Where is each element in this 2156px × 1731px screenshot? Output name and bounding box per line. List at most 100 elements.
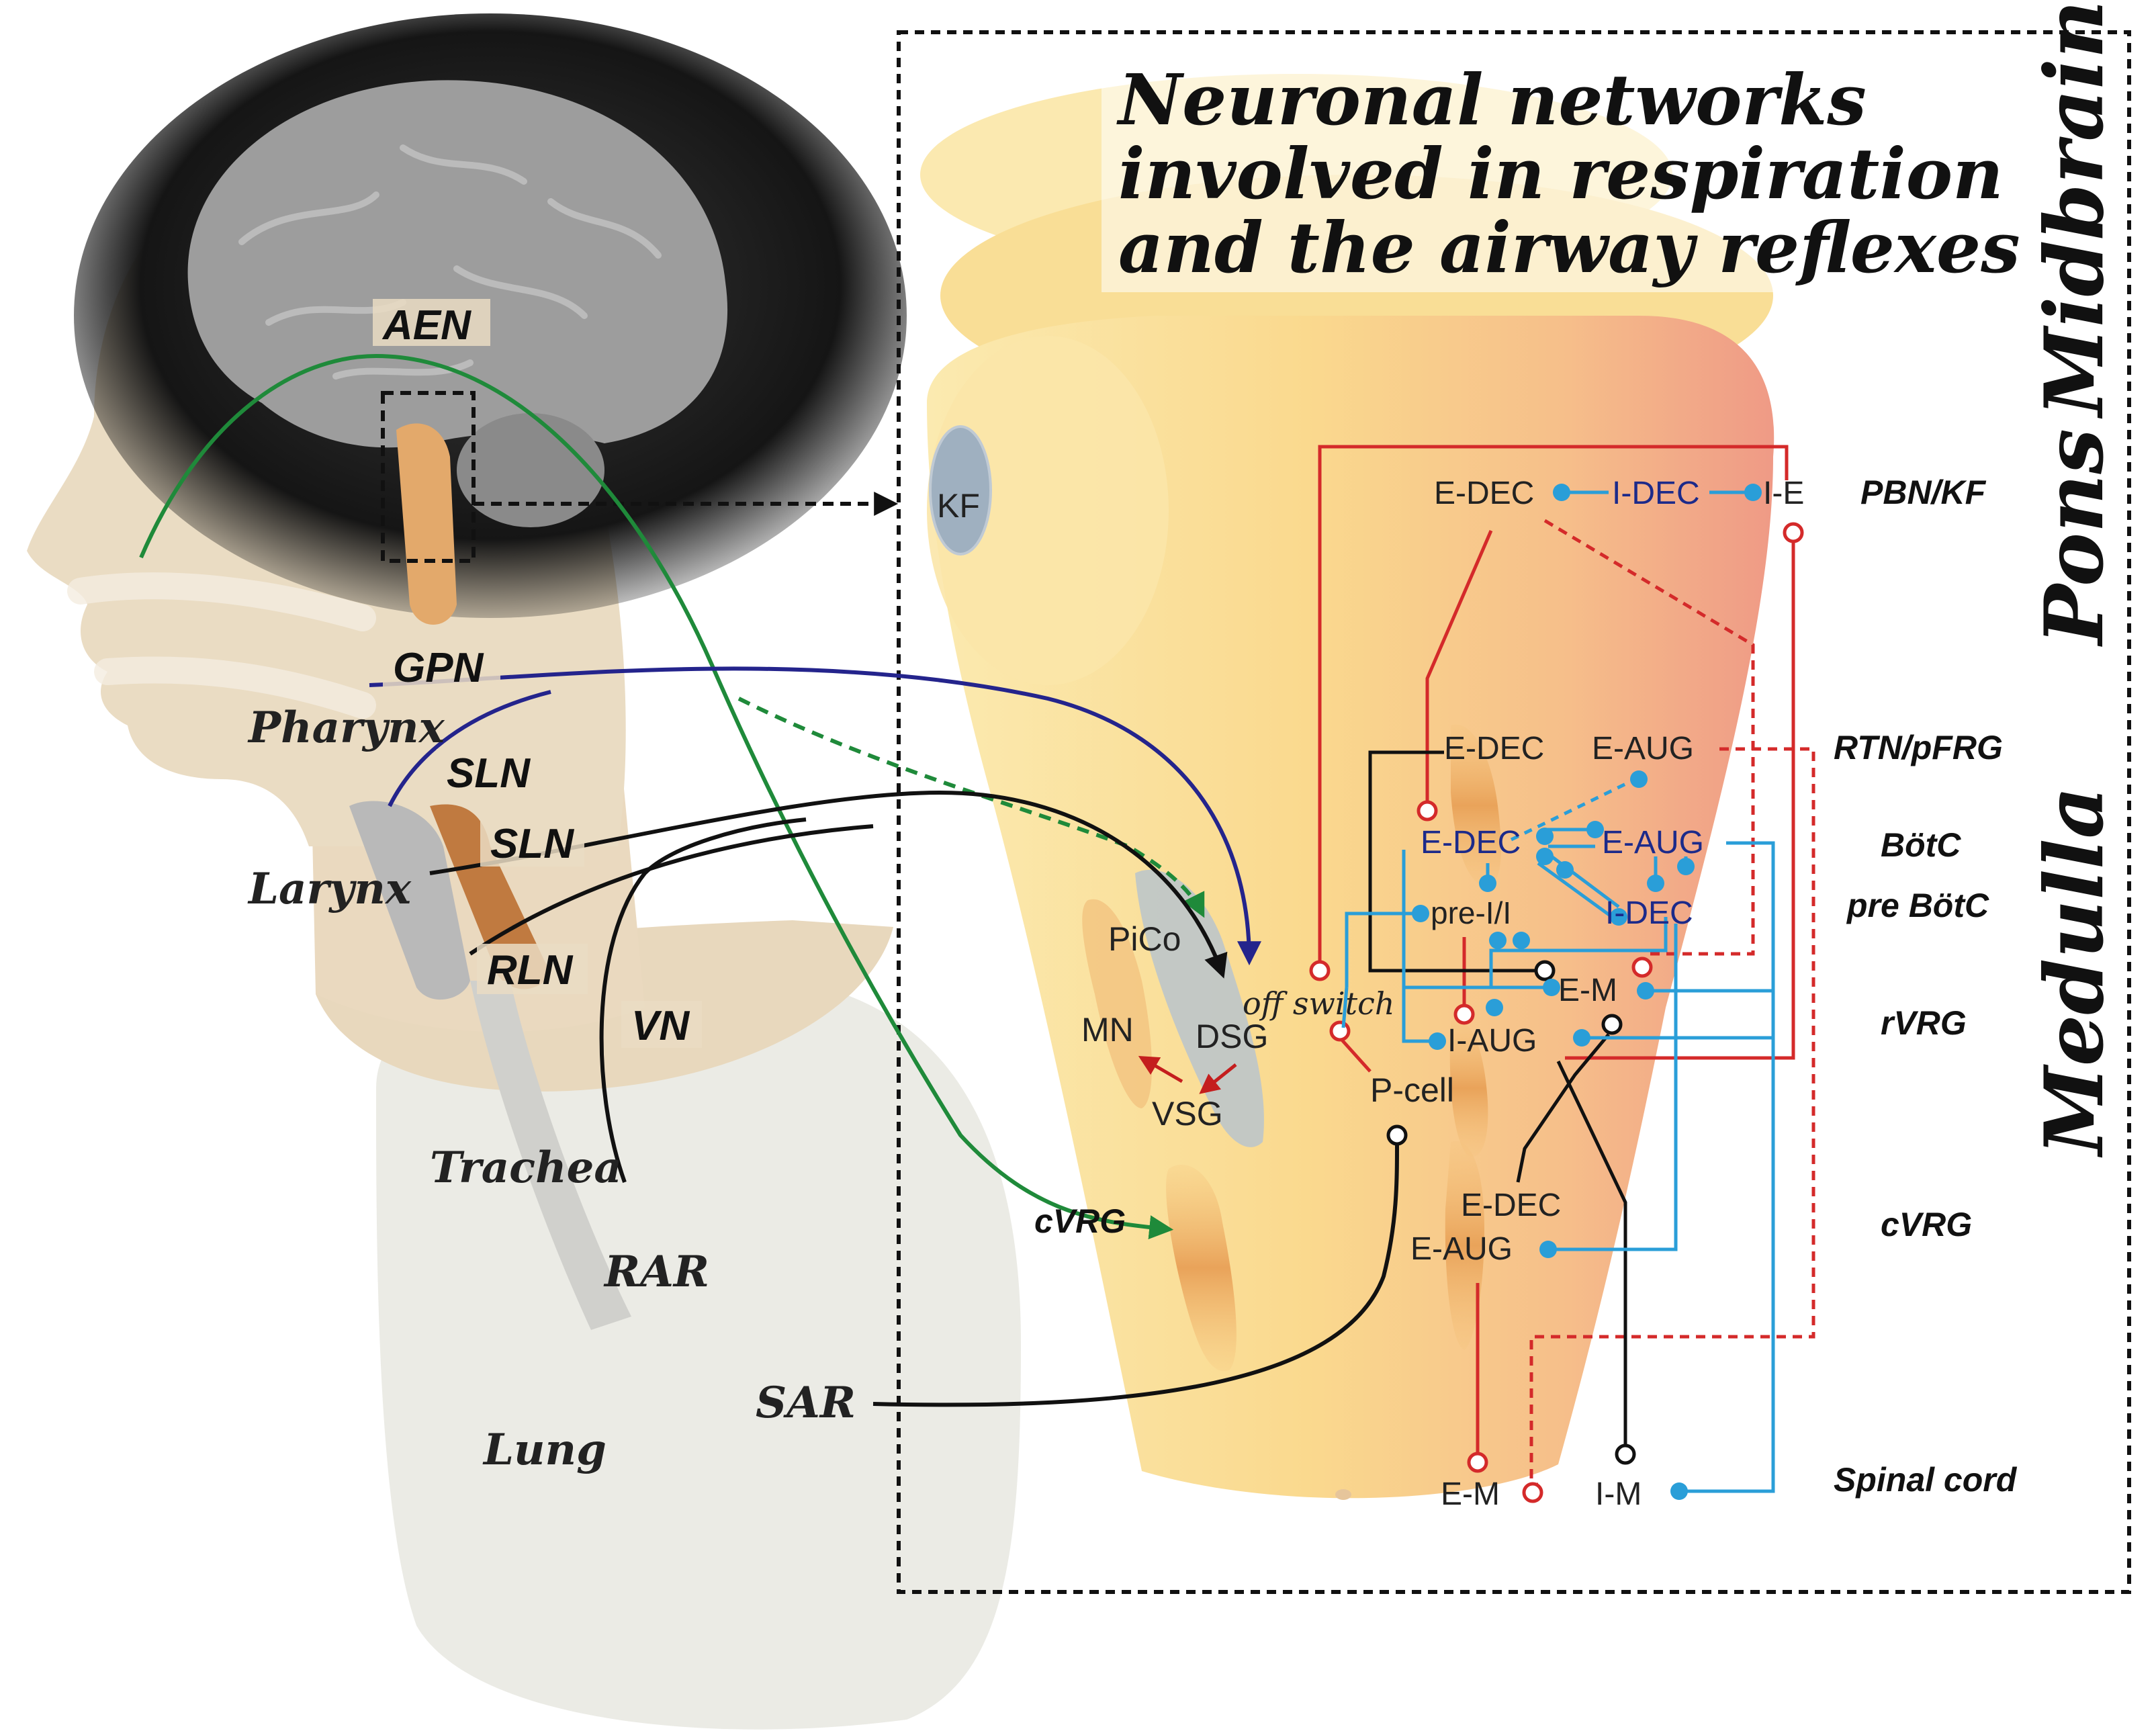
sar-terminal [1386,1124,1408,1146]
neuron-labels: E-DEC I-DEC I-E E-DEC E-AUG E-DEC E-AUG … [1410,476,1804,1512]
region-pbn-kf: PBN/KF [1860,474,1987,511]
black-terminals [1534,960,1636,1465]
label-pons: Pons [2027,429,2122,647]
black-rtn-loop [1368,750,1545,973]
label-trachea: Trachea [430,1143,622,1193]
cerebellum [457,413,604,527]
mn-nucleus [1082,899,1152,1108]
neuron-pons-i-e: I-E [1763,476,1804,511]
black-em-to-iaug [1516,1033,1610,1183]
pons-lobe [927,336,1169,685]
label-sar: SAR [756,1378,856,1428]
label-larynx: Larynx [247,864,412,914]
neuron-rtn-e-dec: E-DEC [1444,731,1544,766]
neuron-spinal-e-m: E-M [1441,1476,1500,1512]
region-spinal-cord: Spinal cord [1834,1461,2018,1499]
region-botc: BötC [1881,826,1961,864]
kf-nucleus [929,425,992,556]
label-sln-lower: SLN [490,821,574,867]
neuron-pons-i-dec: I-DEC [1612,476,1700,511]
blue-terminals [1412,484,1762,1500]
blue-idec-em [1489,917,1668,987]
neuron-cvrg-e-dec: E-DEC [1461,1188,1561,1223]
neuron-rtn-e-aug: E-AUG [1592,731,1694,766]
head-label-group: AEN GPN Pharynx SLN SLN Larynx RLN VN Tr… [247,299,856,1475]
arrow-dsg-to-vsg [1199,1063,1237,1094]
brain-division-labels: Midbrain Pons Medulla [2027,0,2122,1158]
brainstem-small [396,423,457,625]
label-rln: RLN [487,947,574,993]
sln-pathway [429,790,1228,979]
label-sln-upper: SLN [447,750,531,797]
brainstem-zoom-box [381,391,476,563]
label-lung: Lung [482,1425,607,1475]
label-rar: RAR [603,1247,709,1297]
region-pre-botc: pre BötC [1846,887,1989,924]
neuron-botc-e-dec: E-DEC [1421,825,1521,860]
red-terminals [1309,522,1804,1503]
column-right-1 [1451,724,1501,887]
label-p-cell: P-cell [1370,1071,1454,1109]
label-dsg: DSG [1196,1018,1268,1055]
neuron-cvrg-e-aug: E-AUG [1410,1231,1513,1267]
gpn-pharynx-branch [388,690,551,807]
title-line-2: involved in respiration [1118,132,2004,215]
label-mn: MN [1081,1011,1134,1049]
red-edec-to-botc [1425,530,1493,803]
dsg-nucleus [1135,869,1264,1147]
region-rvrg: rVRG [1881,1004,1967,1042]
blue-idec-down [1548,924,1678,1251]
neuron-rvrg-e-m: E-M [1558,973,1617,1008]
blue-eaug-right [1686,841,1775,1493]
blue-preI-stub [1341,987,1349,1028]
column-right-3 [1445,1141,1484,1350]
red-dashed-pons [1543,519,1755,956]
esophagus-shape [430,804,551,989]
dot-mark [1335,1489,1351,1500]
neuron-spinal-i-m: I-M [1595,1476,1642,1512]
aen-dashed-branch [737,697,1205,918]
blue-preI-left [1345,912,1421,987]
label-vn: VN [631,1003,690,1049]
label-medulla: Medulla [2027,787,2122,1158]
region-labels: PBN/KF RTN/pFRG BötC pre BötC rVRG cVRG … [1834,474,2018,1499]
neuron-botc-e-aug: E-AUG [1602,825,1704,860]
neuron-prebotc-i-dec: I-DEC [1605,895,1693,931]
aen-pathway [139,353,1174,1240]
region-rtn-pfrg: RTN/pFRG [1834,729,2003,766]
black-iaug-to-im [1556,1060,1627,1444]
blue-edec-to-idec [1537,861,1613,919]
vn-pathway [599,817,807,1184]
neuron-pons-e-dec: E-DEC [1434,476,1534,511]
red-connections [1318,445,1815,1486]
brainstem-panel-frame [897,30,2131,1594]
red-pons-loop [1318,445,1789,964]
label-pico: PiCo [1108,920,1181,958]
label-gpn: GPN [393,645,484,691]
trachea-shape [470,981,631,1330]
title-line-3: and the airway reflexes [1118,206,2020,289]
red-pcell [1339,1036,1372,1073]
brainstem-label-group: KF PiCo off switch MN DSG VSG cVRG P-cel… [937,487,1454,1240]
cvrg-nucleus-left [1166,1164,1237,1372]
label-pharynx: Pharynx [247,703,445,753]
larynx-shape [349,801,470,1000]
nerve-pathways [139,353,1408,1407]
figure-title: Neuronal networks involved in respiratio… [1102,58,2020,292]
label-vsg: VSG [1152,1095,1223,1133]
label-off-switch: off switch [1243,985,1394,1022]
nasal-cavity [67,572,376,719]
red-ie-down [1565,541,1795,1060]
title-line-1: Neuronal networks [1116,58,1867,141]
label-midbrain: Midbrain [2027,0,2122,419]
arrow-vsg-to-mn [1138,1055,1183,1083]
neuron-rvrg-i-aug: I-AUG [1447,1023,1537,1059]
sar-pathway [872,1141,1399,1407]
neuron-pre-i: pre-I/I [1431,895,1511,930]
neuron-circuit [1309,445,1815,1503]
column-right-2 [1449,1020,1488,1157]
label-aen: AEN [381,302,471,349]
region-cvrg: cVRG [1881,1206,1972,1243]
gpn-pathway [369,666,1261,966]
